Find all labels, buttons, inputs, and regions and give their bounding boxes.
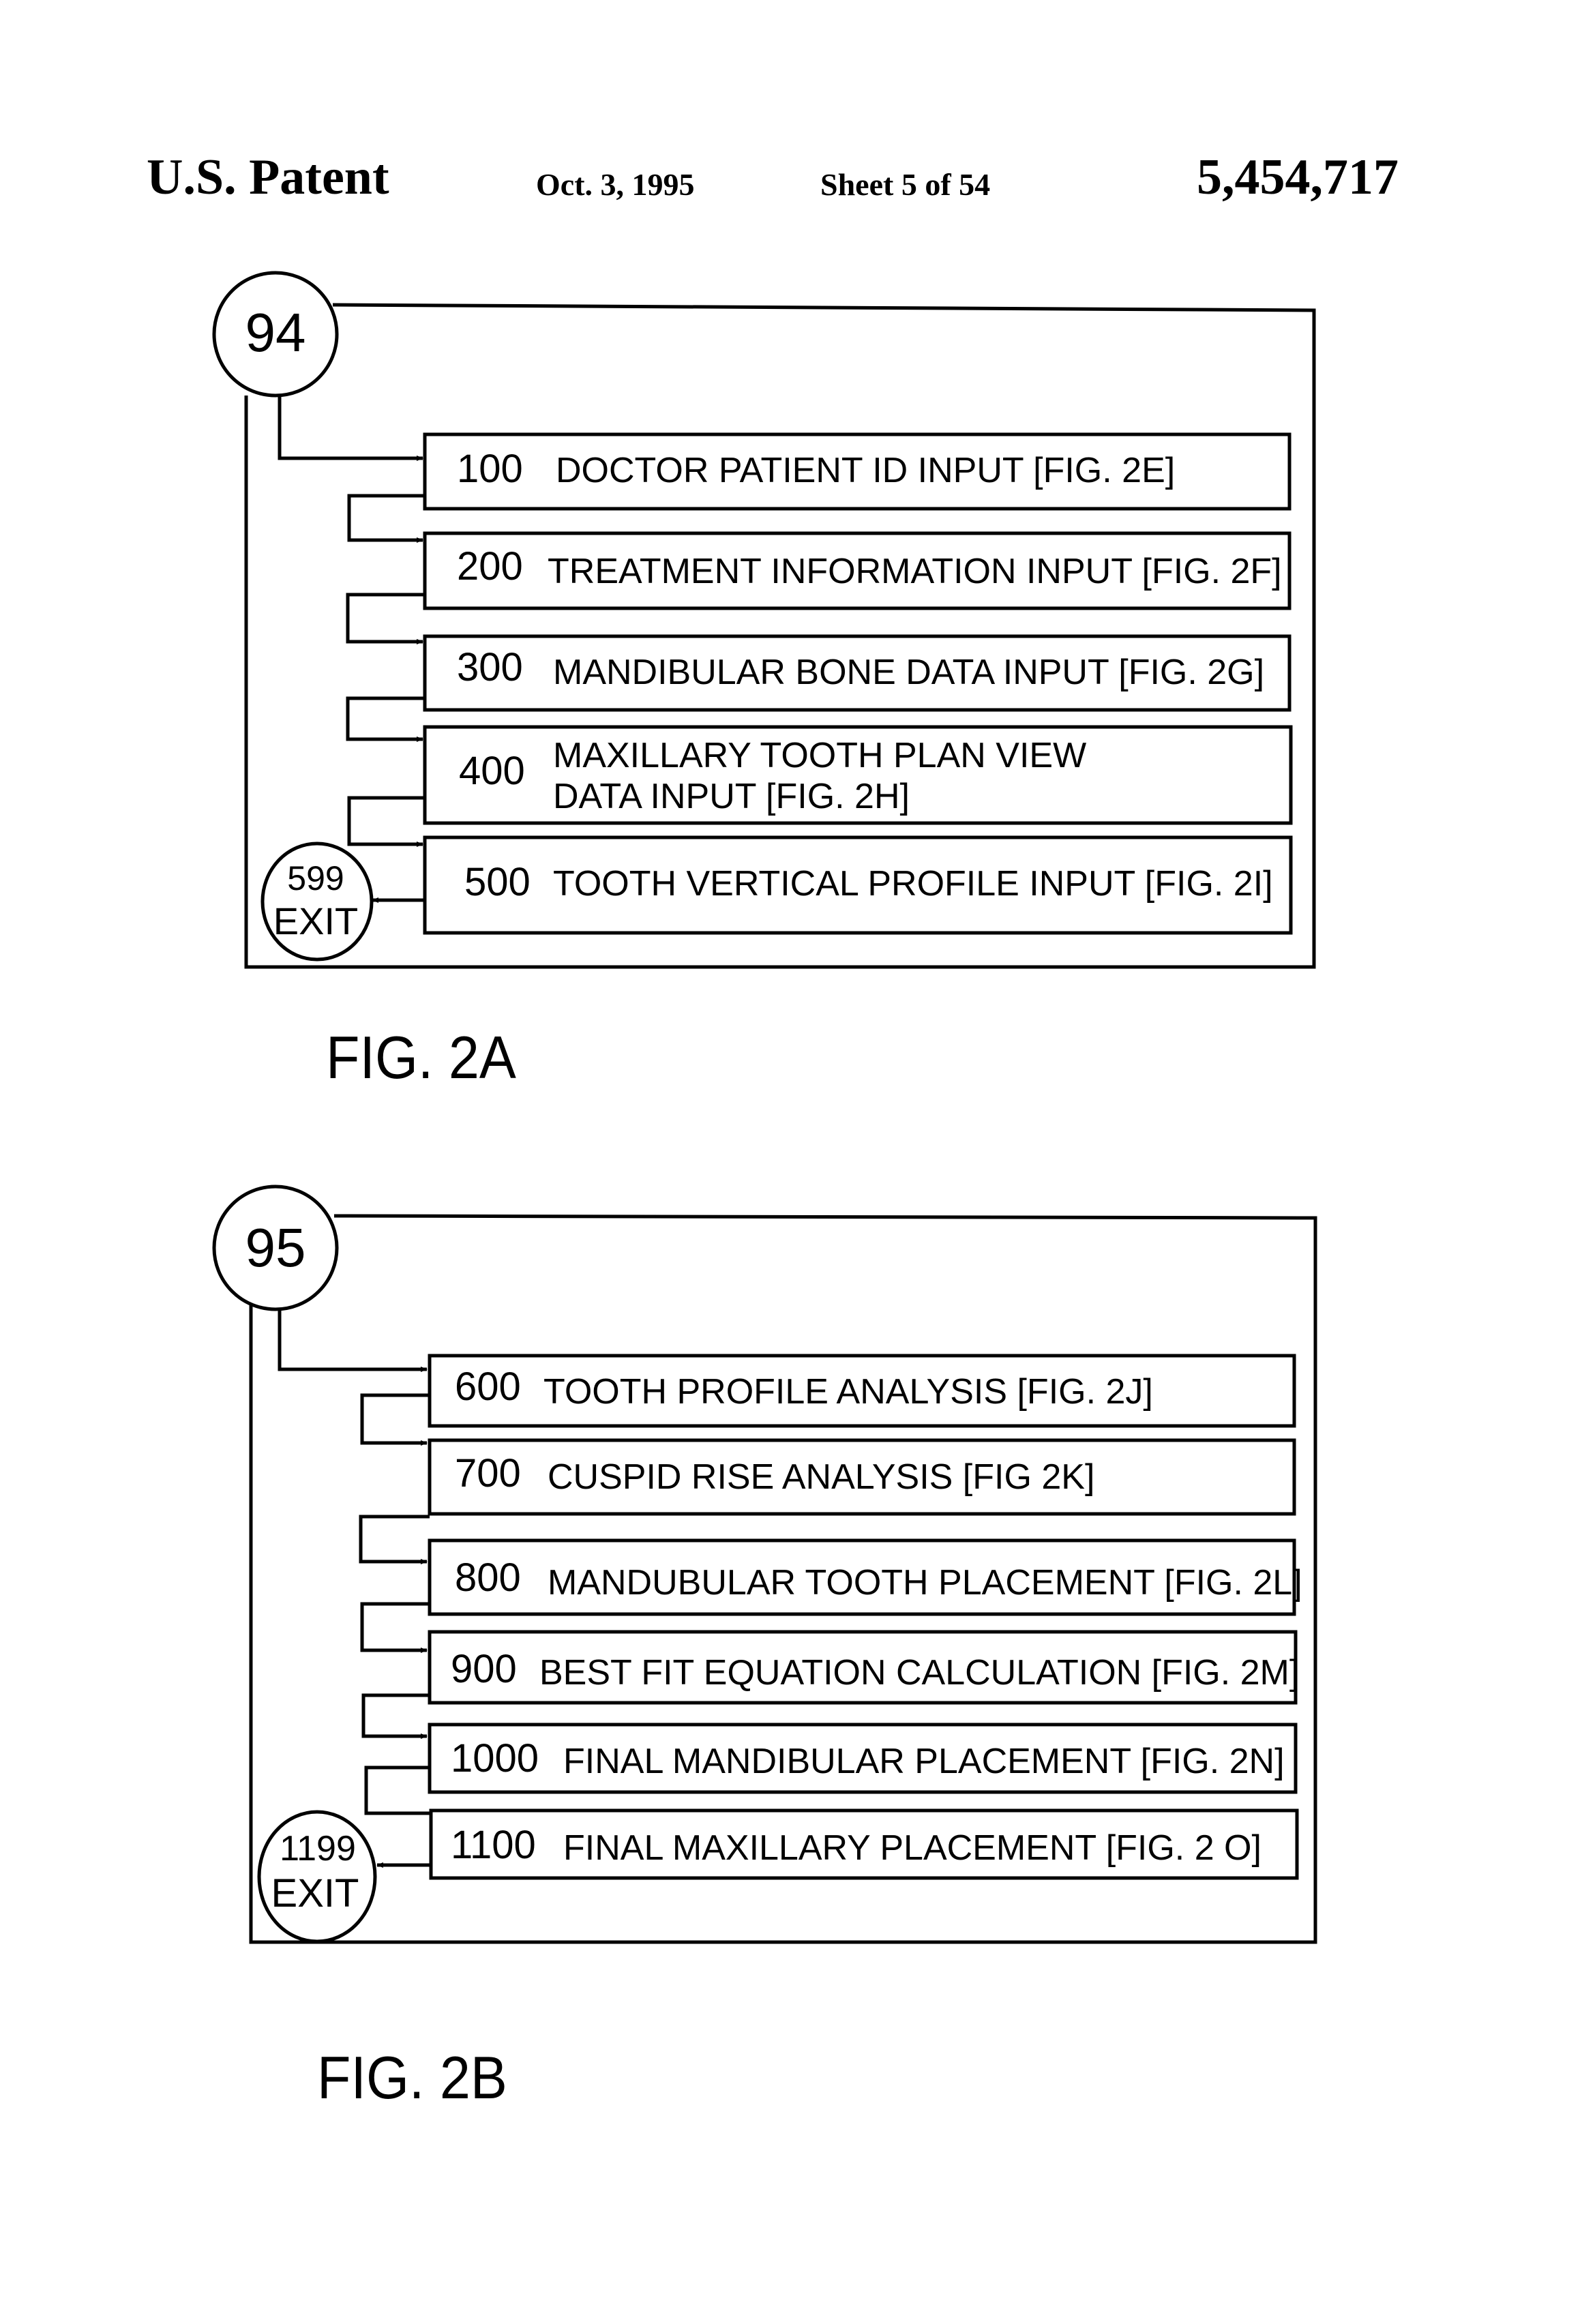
connector-entry-2a (280, 396, 423, 458)
step-text-line1: MAXILLARY TOOTH PLAN VIEW (553, 736, 1086, 775)
step-text: TREATMENT INFORMATION INPUT [FIG. 2F] (548, 552, 1282, 591)
figure-2b: 95 600 TOOTH PROFILE ANALYSIS [FIG. 2J] … (214, 1187, 1315, 1942)
connector-100-200 (349, 496, 425, 540)
step-600: 600 TOOTH PROFILE ANALYSIS [FIG. 2J] (430, 1356, 1294, 1426)
connector-400-500 (349, 798, 425, 844)
step-text: DOCTOR PATIENT ID INPUT [FIG. 2E] (556, 451, 1175, 490)
step-1000: 1000 FINAL MANDIBULAR PLACEMENT [FIG. 2N… (430, 1725, 1296, 1792)
step-200: 200 TREATMENT INFORMATION INPUT [FIG. 2F… (425, 533, 1289, 608)
step-number: 1100 (451, 1823, 536, 1867)
step-text: TOOTH PROFILE ANALYSIS [FIG. 2J] (543, 1372, 1153, 1412)
step-800: 800 MANDUBULAR TOOTH PLACEMENT [FIG. 2L] (430, 1540, 1302, 1614)
step-text: TOOTH VERTICAL PROFILE INPUT [FIG. 2I] (553, 864, 1273, 904)
step-number: 300 (457, 645, 523, 689)
step-700: 700 CUSPID RISE ANALYSIS [FIG 2K] (430, 1440, 1294, 1514)
step-text: CUSPID RISE ANALYSIS [FIG 2K] (548, 1457, 1094, 1497)
step-number: 100 (457, 447, 523, 491)
step-900: 900 BEST FIT EQUATION CALCULATION [FIG. … (430, 1632, 1299, 1703)
step-number: 1000 (451, 1736, 539, 1781)
connector-1000-1100 (366, 1768, 430, 1813)
connector-200-300 (348, 595, 425, 642)
connector-900-1000 (363, 1695, 430, 1736)
exit-node-label: EXIT (271, 1871, 359, 1916)
step-text: MANDUBULAR TOOTH PLACEMENT [FIG. 2L] (548, 1563, 1302, 1603)
connector-300-400 (348, 698, 425, 739)
step-100: 100 DOCTOR PATIENT ID INPUT [FIG. 2E] (425, 434, 1289, 509)
step-number: 800 (455, 1555, 521, 1600)
step-number: 200 (457, 544, 523, 589)
exit-node-label: EXIT (273, 899, 358, 942)
step-500: 500 TOOTH VERTICAL PROFILE INPUT [FIG. 2… (425, 837, 1291, 933)
figure-2a: 94 100 DOCTOR PATIENT ID INPUT [FIG. 2E]… (214, 273, 1314, 967)
step-number: 500 (464, 860, 531, 904)
start-node-95-label: 95 (245, 1217, 306, 1278)
step-text: FINAL MANDIBULAR PLACEMENT [FIG. 2N] (563, 1742, 1285, 1781)
step-400: 400 MAXILLARY TOOTH PLAN VIEW DATA INPUT… (425, 727, 1291, 823)
step-number: 600 (455, 1365, 521, 1409)
step-number: 900 (451, 1647, 517, 1691)
figure-caption-2a: FIG. 2A (326, 1023, 516, 1092)
connector-700-800 (361, 1517, 430, 1562)
step-text: FINAL MAXILLARY PLACEMENT [FIG. 2 O] (563, 1828, 1262, 1868)
step-number: 400 (459, 749, 525, 793)
connector-600-700 (362, 1395, 430, 1443)
step-1100: 1100 FINAL MAXILLARY PLACEMENT [FIG. 2 O… (431, 1811, 1297, 1878)
step-text: BEST FIT EQUATION CALCULATION [FIG. 2M] (539, 1653, 1299, 1693)
figure-caption-2b: FIG. 2B (317, 2043, 507, 2113)
step-number: 700 (455, 1451, 521, 1495)
exit-node-number: 1199 (280, 1829, 356, 1868)
step-text-line2: DATA INPUT [FIG. 2H] (553, 777, 910, 816)
connector-800-900 (362, 1604, 430, 1650)
start-node-94-label: 94 (245, 302, 306, 363)
step-text: MANDIBULAR BONE DATA INPUT [FIG. 2G] (553, 653, 1264, 692)
connector-entry-2b (280, 1309, 427, 1369)
exit-node-number: 599 (287, 859, 344, 897)
step-300: 300 MANDIBULAR BONE DATA INPUT [FIG. 2G] (425, 636, 1289, 710)
